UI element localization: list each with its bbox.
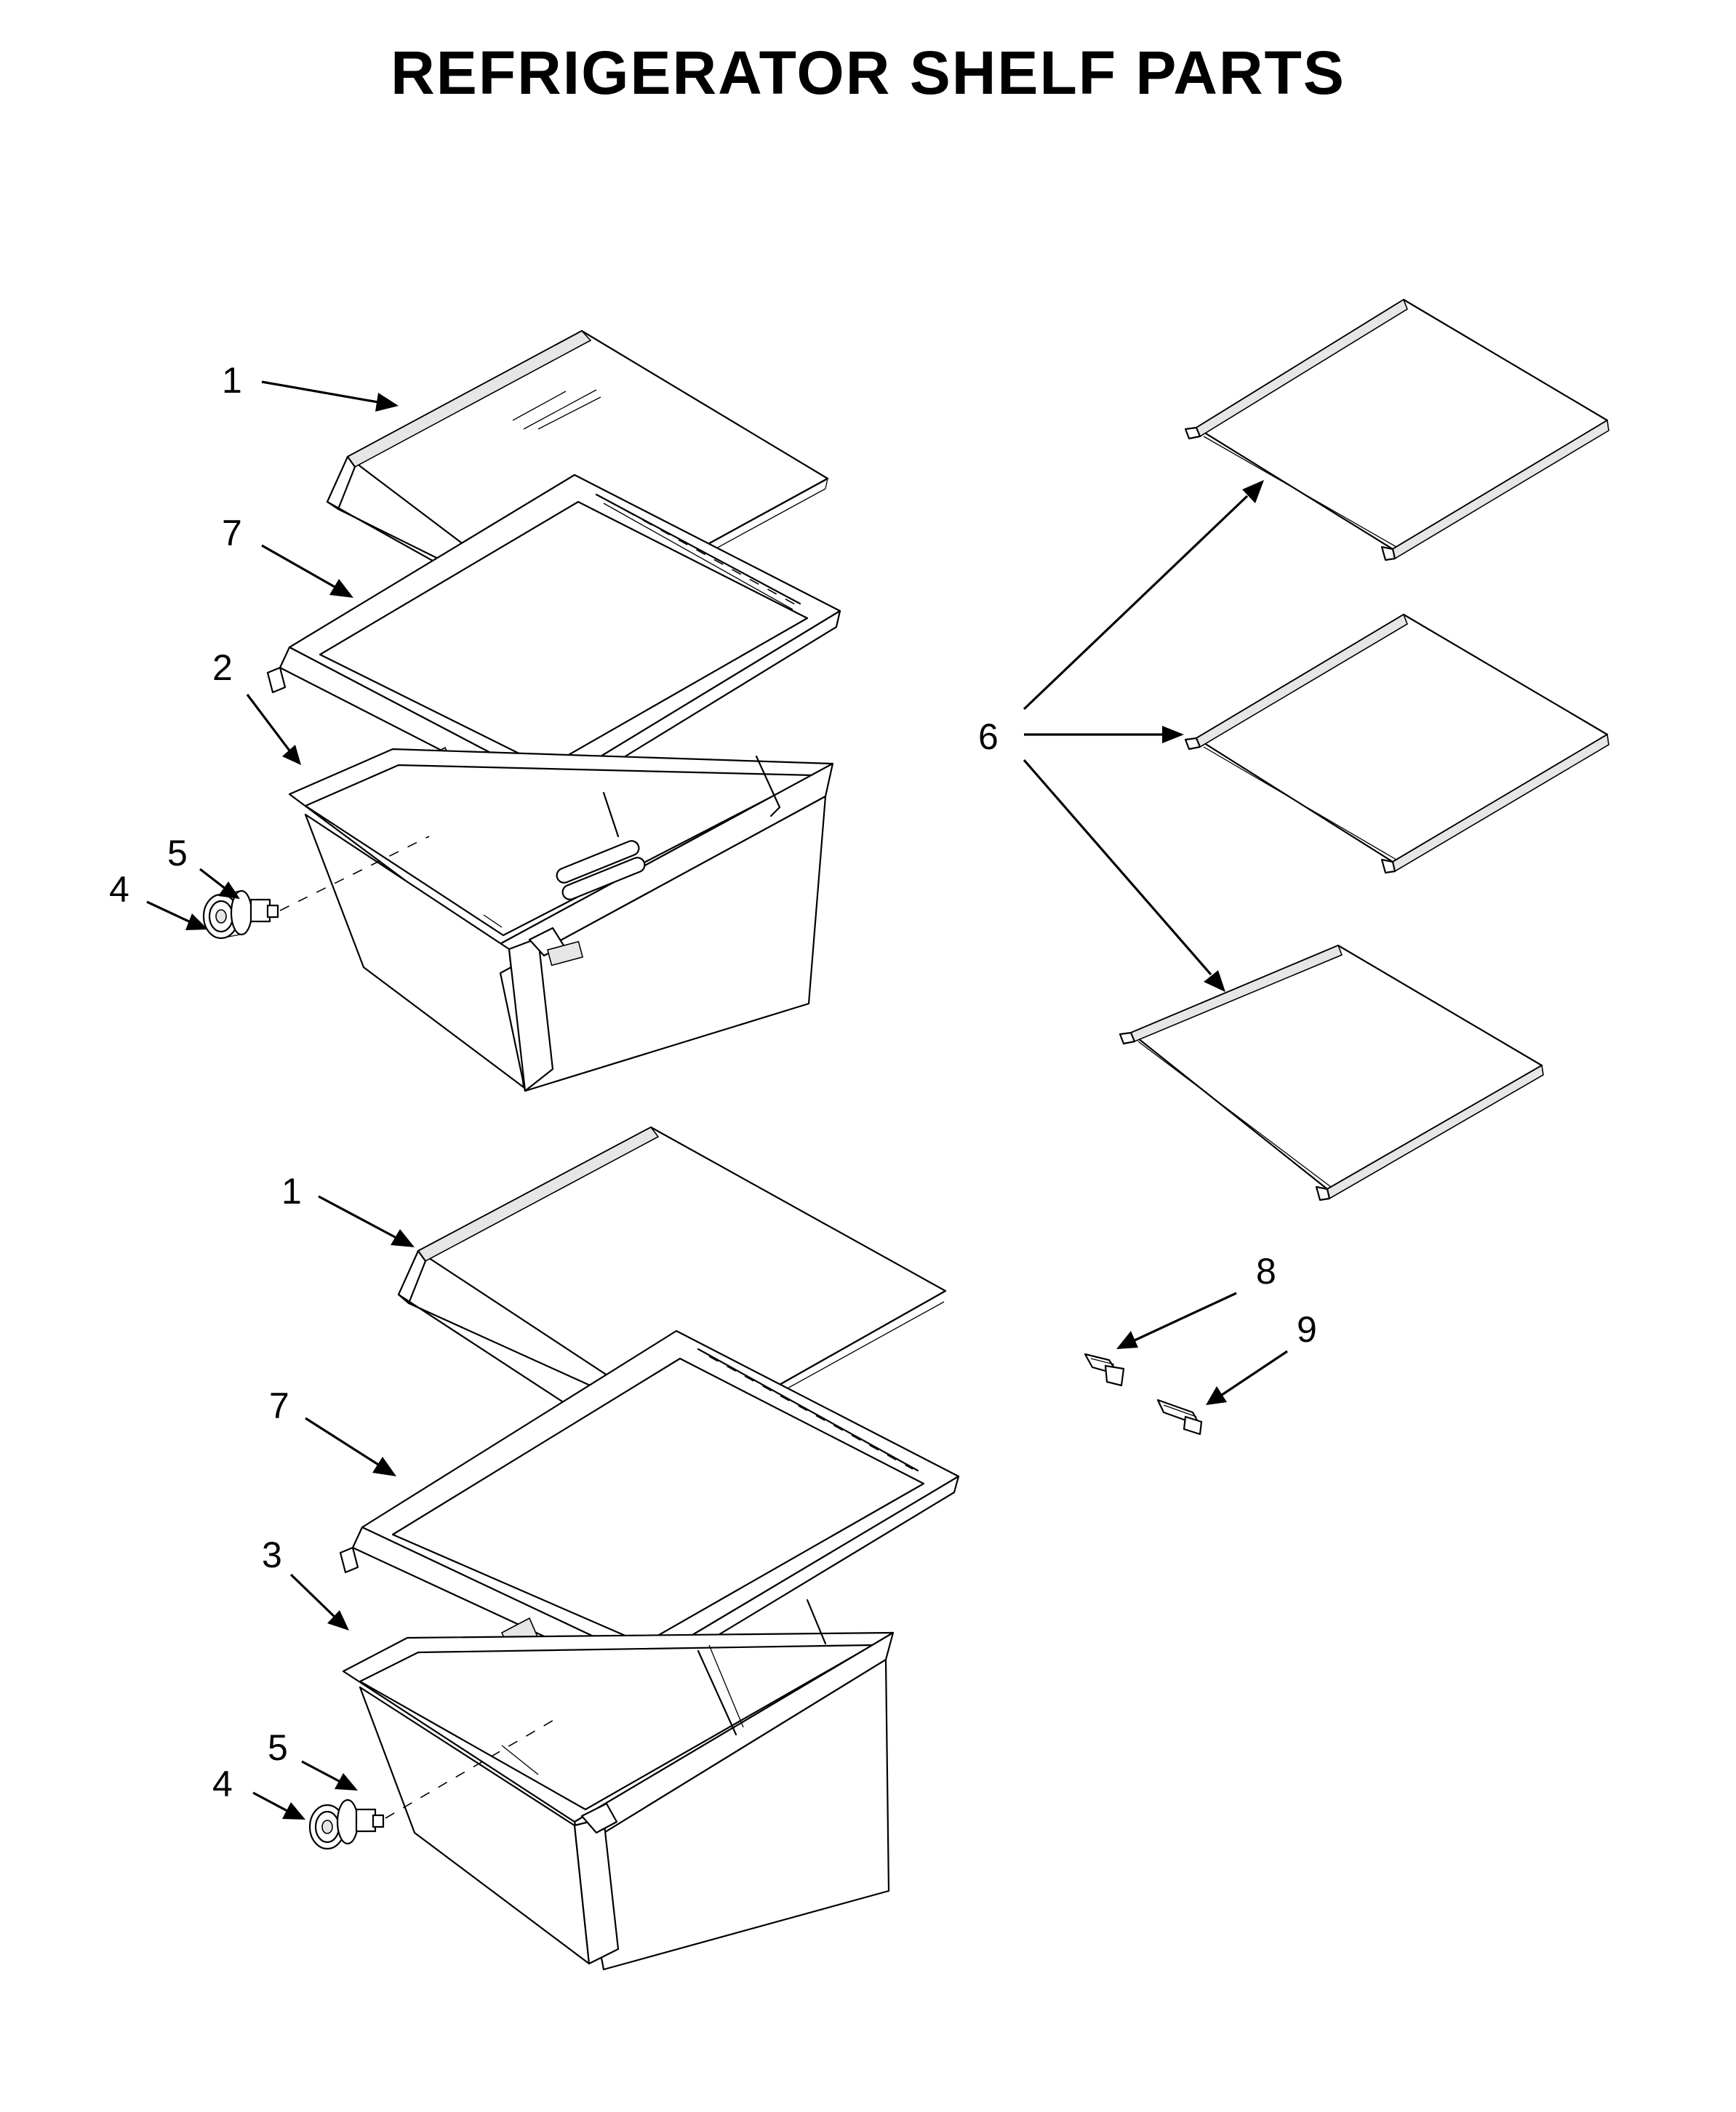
top-crisper-pan[interactable] — [288, 748, 834, 1092]
callout-top-knob: 4 — [109, 869, 129, 910]
callout-top-pan: 2 — [212, 647, 233, 688]
glass-shelf-middle[interactable] — [1184, 613, 1609, 874]
page-title: REFRIGERATOR SHELF PARTS — [391, 39, 1345, 107]
callout-labels: 1 7 2 5 4 1 7 3 5 4 6 8 9 — [109, 360, 1317, 1804]
callout-bottom-pan: 3 — [262, 1535, 282, 1575]
top-crisper-cover-frame[interactable] — [266, 473, 841, 809]
bottom-crisper-knob-shaft[interactable] — [355, 1716, 561, 1833]
callout-top-frame: 7 — [222, 513, 242, 553]
callout-bottom-glass: 1 — [281, 1171, 302, 1212]
callout-top-glass: 1 — [222, 360, 242, 401]
callout-clip-left: 8 — [1256, 1251, 1276, 1292]
glass-shelf-lower[interactable] — [1119, 944, 1544, 1201]
callout-bottom-frame: 7 — [269, 1385, 289, 1426]
leader-arrows — [146, 380, 1288, 1820]
callout-bottom-knob-shaft: 5 — [268, 1727, 288, 1768]
shelf-clip-right[interactable] — [1156, 1399, 1203, 1436]
callout-shelves: 6 — [978, 716, 999, 757]
glass-shelf-upper[interactable] — [1184, 298, 1609, 561]
bottom-crisper-knob[interactable] — [308, 1799, 359, 1850]
callout-clip-right: 9 — [1297, 1309, 1317, 1350]
shelf-clip-left[interactable] — [1084, 1353, 1125, 1387]
top-crisper-knob[interactable] — [202, 889, 253, 940]
callout-top-knob-shaft: 5 — [167, 833, 188, 873]
bottom-crisper-pan[interactable] — [342, 1599, 895, 1971]
top-crisper-knob-shaft[interactable] — [249, 836, 430, 923]
callout-bottom-knob: 4 — [212, 1764, 233, 1804]
bottom-crisper-cover-frame[interactable] — [339, 1329, 960, 1683]
